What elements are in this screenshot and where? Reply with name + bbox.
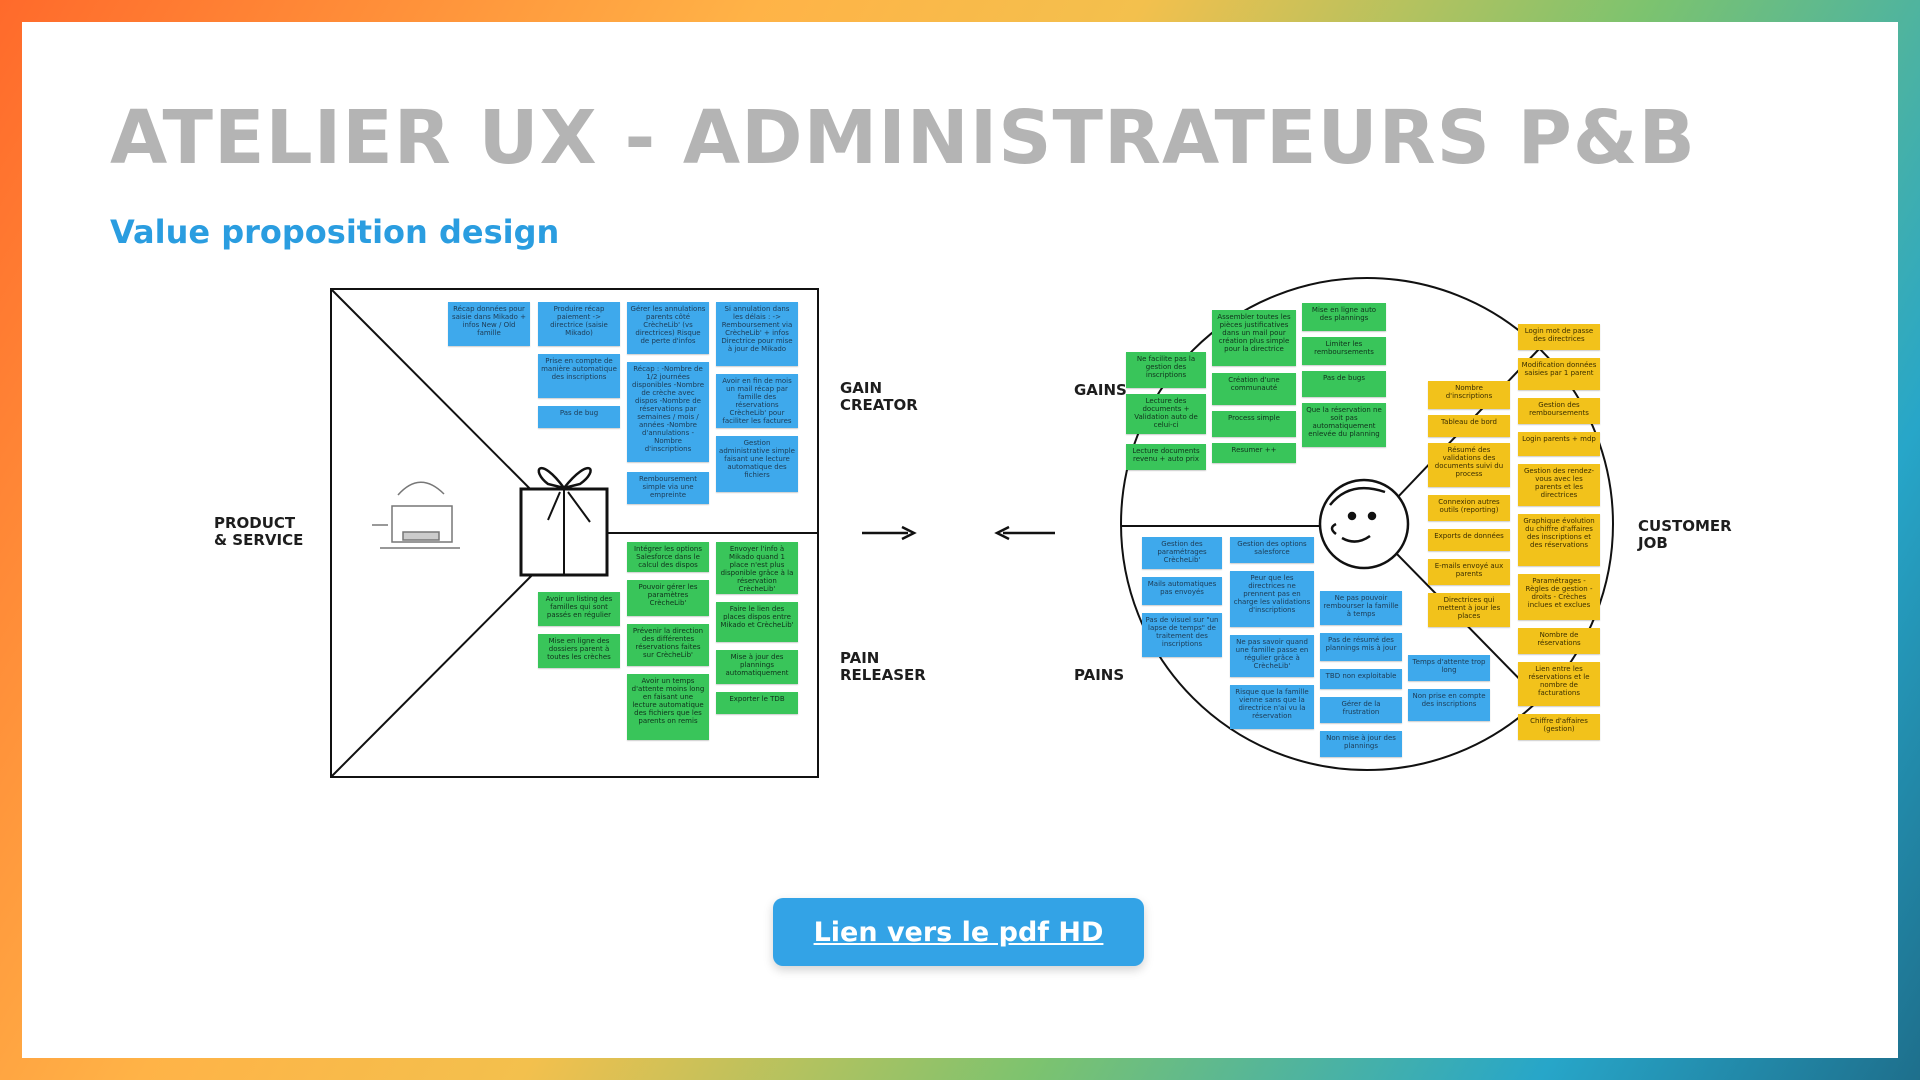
label-gain-creator: GAIN CREATOR xyxy=(840,379,918,414)
sticky-note: Ne pas pouvoir rembourser la famille à t… xyxy=(1320,591,1402,625)
sticky-note: TBD non exploitable xyxy=(1320,669,1402,689)
sticky-note: Pas de bug xyxy=(538,406,620,428)
sticky-note: Lecture des documents + Validation auto … xyxy=(1126,394,1206,434)
arrow-right-icon xyxy=(862,525,917,541)
sticky-note: Login mot de passe des directrices xyxy=(1518,324,1600,350)
sticky-note: Faire le lien des places dispos entre Mi… xyxy=(716,602,798,642)
label-product-service: PRODUCT & SERVICE xyxy=(214,514,304,549)
sticky-note: Gestion des rendez-vous avec les parents… xyxy=(1518,464,1600,506)
sticky-note: Avoir un listing des familles qui sont p… xyxy=(538,592,620,626)
sticky-note: Tableau de bord xyxy=(1428,415,1510,437)
label-pain-releaser: PAIN RELEASER xyxy=(840,649,926,684)
sticky-note: Paramétrages - Règles de gestion - droit… xyxy=(1518,574,1600,620)
sticky-note: Remboursement simple via une empreinte xyxy=(627,472,709,504)
label-customer-job: CUSTOMER JOB xyxy=(1638,517,1732,552)
sticky-note: Temps d'attente trop long xyxy=(1408,655,1490,681)
sticky-note: Récap : -Nombre de 1/2 journées disponib… xyxy=(627,362,709,462)
sticky-note: Risque que la famille vienne sans que la… xyxy=(1230,685,1314,729)
sticky-note: Résumé des validations des documents sui… xyxy=(1428,443,1510,487)
sticky-note: Nombre de réservations xyxy=(1518,628,1600,654)
sticky-note: Chiffre d'affaires (gestion) xyxy=(1518,714,1600,740)
sticky-note: Mails automatiques pas envoyés xyxy=(1142,577,1222,605)
sticky-note: Mise en ligne des dossiers parent à tout… xyxy=(538,634,620,668)
label-gains: GAINS xyxy=(1074,381,1127,399)
sticky-note: Gestion des paramétrages CrècheLib' xyxy=(1142,537,1222,569)
sticky-note: Gérer de la frustration xyxy=(1320,697,1402,723)
sticky-note: Directrices qui mettent à jour les place… xyxy=(1428,593,1510,627)
sticky-note: Peur que les directrices ne prennent pas… xyxy=(1230,571,1314,627)
sticky-note: Prévenir la direction des différentes ré… xyxy=(627,624,709,666)
sticky-note: Récap données pour saisie dans Mikado + … xyxy=(448,302,530,346)
sticky-note: Pas de visuel sur "un lapse de temps" de… xyxy=(1142,613,1222,657)
sticky-note: Exporter le TDB xyxy=(716,692,798,714)
sticky-note: Produire récap paiement -> directrice (s… xyxy=(538,302,620,346)
label-pains: PAINS xyxy=(1074,666,1125,684)
sticky-note: Ne pas savoir quand une famille passe en… xyxy=(1230,635,1314,677)
sticky-note: Assembler toutes les pièces justificativ… xyxy=(1212,310,1296,366)
page-title: ATELIER UX - ADMINISTRATEURS P&B xyxy=(110,95,1696,181)
sticky-note: Modification données saisies par 1 paren… xyxy=(1518,358,1600,390)
sticky-note: Intégrer les options Salesforce dans le … xyxy=(627,542,709,572)
sticky-note: Mise en ligne auto des plannings xyxy=(1302,303,1386,331)
sticky-note: Si annulation dans les délais : -> Rembo… xyxy=(716,302,798,366)
laptop-icon xyxy=(372,481,460,549)
sticky-note: Prise en compte de manière automatique d… xyxy=(538,354,620,398)
sticky-note: Avoir un temps d'attente moins long en f… xyxy=(627,674,709,740)
sticky-note: Lien entre les réservations et le nombre… xyxy=(1518,662,1600,706)
sticky-note: Gestion des options salesforce xyxy=(1230,537,1314,563)
sticky-note: Gestion administrative simple faisant un… xyxy=(716,436,798,492)
sticky-note: Process simple xyxy=(1212,411,1296,437)
sticky-note: Pouvoir gérer les paramètres CrècheLib' xyxy=(627,580,709,616)
sticky-note: Login parents + mdp xyxy=(1518,432,1600,456)
sticky-note: Graphique évolution du chiffre d'affaire… xyxy=(1518,514,1600,566)
sticky-note: Exports de données xyxy=(1428,529,1510,551)
sticky-note: Limiter les remboursements xyxy=(1302,337,1386,365)
sticky-note: Non prise en compte des inscriptions xyxy=(1408,689,1490,721)
page-subtitle: Value proposition design xyxy=(110,213,560,251)
arrow-left-icon xyxy=(994,525,1055,541)
sticky-note: Envoyer l'info à Mikado quand 1 place n'… xyxy=(716,542,798,594)
customer-profile-circle xyxy=(1120,277,1614,771)
sticky-note: Pas de bugs xyxy=(1302,371,1386,397)
gift-icon xyxy=(519,467,609,577)
sticky-note: Pas de résumé des plannings mis à jour xyxy=(1320,633,1402,661)
sticky-note: Ne facilite pas la gestion des inscripti… xyxy=(1126,352,1206,388)
face-icon xyxy=(1318,478,1410,570)
pdf-hd-link-button[interactable]: Lien vers le pdf HD xyxy=(773,898,1144,966)
sticky-note: Gestion des remboursements xyxy=(1518,398,1600,424)
sticky-note: Mise à jour des plannings automatiquemen… xyxy=(716,650,798,684)
sticky-note: Avoir en fin de mois un mail récap par f… xyxy=(716,374,798,428)
sticky-note: Non mise à jour des plannings xyxy=(1320,731,1402,757)
sticky-note: Resumer ++ xyxy=(1212,443,1296,463)
sticky-note: E-mails envoyé aux parents xyxy=(1428,559,1510,585)
sticky-note: Connexion autres outils (reporting) xyxy=(1428,495,1510,521)
sticky-note: Nombre d'inscriptions xyxy=(1428,381,1510,409)
sticky-note: Gérer les annulations parents côté Crèch… xyxy=(627,302,709,354)
sticky-note: Création d'une communauté xyxy=(1212,373,1296,405)
sticky-note: Que la réservation ne soit pas automatiq… xyxy=(1302,403,1386,447)
sticky-note: Lecture documents revenu + auto prix xyxy=(1126,444,1206,470)
